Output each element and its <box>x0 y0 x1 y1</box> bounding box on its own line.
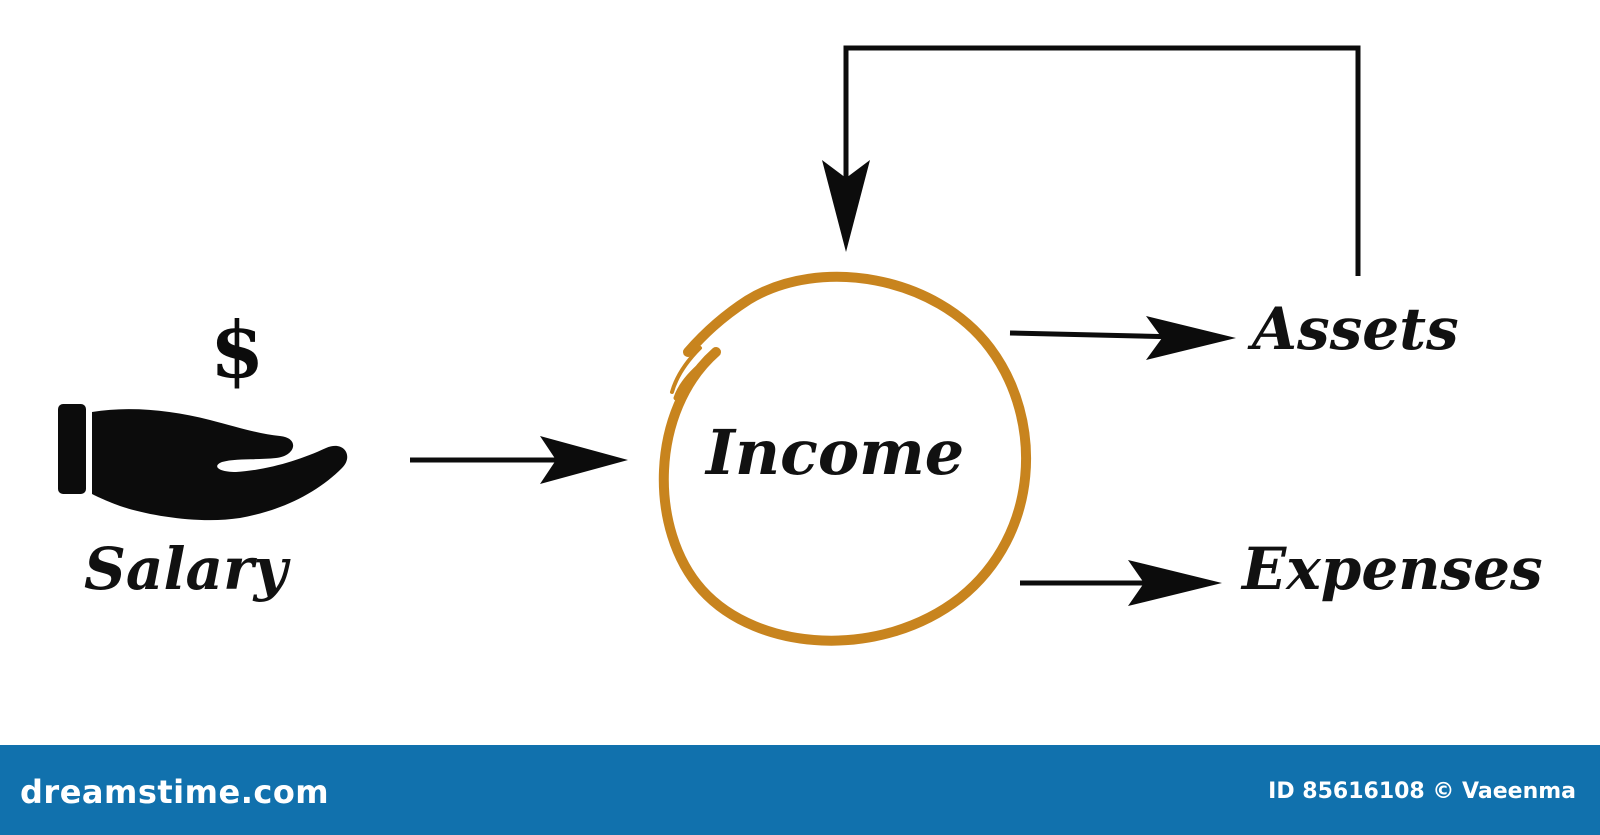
arrow-income-to-assets <box>1009 316 1236 360</box>
node-income: Income <box>706 416 965 489</box>
image-credit: ID 85616108 © Vaeenma <box>1268 779 1576 804</box>
diagram-graphics <box>58 45 1361 646</box>
dollar-sign-icon: $ <box>210 305 265 396</box>
income-circle <box>658 271 1032 646</box>
node-expenses: Expenses <box>1242 535 1543 603</box>
hand-icon <box>58 404 348 521</box>
brand-logo[interactable]: dreamstime.com <box>20 773 330 811</box>
diagram-canvas: $ Salary Income Assets Expenses <box>58 45 1543 646</box>
node-assets: Assets <box>1252 295 1459 363</box>
arrow-salary-to-income <box>410 436 628 484</box>
node-salary: Salary <box>84 535 288 603</box>
footer-bar: dreamstime.com ID 85616108 © Vaeenma <box>0 745 1600 835</box>
arrow-assets-to-income <box>822 45 1361 276</box>
arrow-income-to-expenses <box>1020 560 1222 606</box>
